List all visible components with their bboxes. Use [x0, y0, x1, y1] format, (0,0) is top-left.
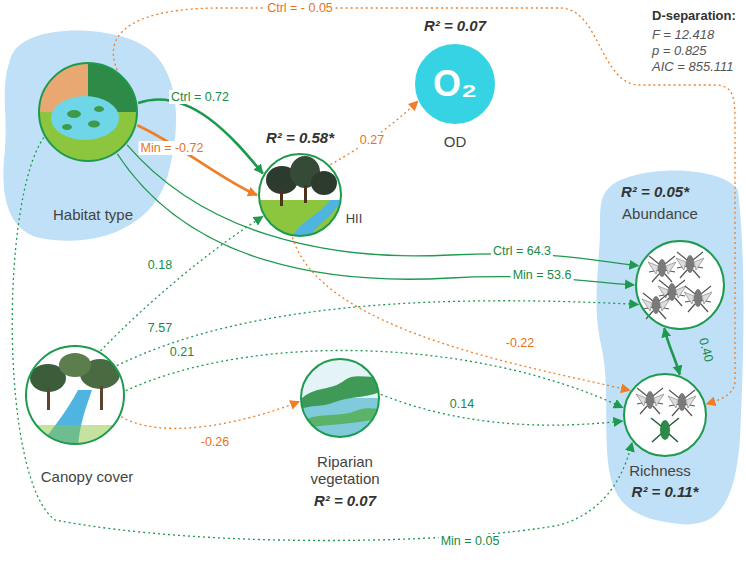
path-coefficient: Min = 0.05	[439, 534, 502, 548]
path-coefficient: Ctrl = 0.72	[169, 90, 231, 104]
hii-icon	[258, 156, 342, 240]
path-arrow	[137, 125, 257, 195]
path-coefficient: Min = -0.72	[139, 141, 206, 155]
path-coefficient: -0.22	[504, 336, 537, 350]
r-squared: R² = 0.07	[424, 17, 486, 34]
node-label: OD	[444, 133, 467, 150]
path-coefficient: Ctrl = - 0.05	[265, 1, 335, 15]
statistics-note: p = 0.825	[652, 43, 707, 59]
canopy-circle: Canopy cover	[25, 345, 125, 445]
node-label: Habitat type	[53, 206, 133, 223]
path-arrow	[664, 328, 679, 374]
path-arrow	[113, 8, 735, 404]
hii-circle: R² = 0.58*HII	[258, 153, 342, 237]
habitat-circle: Habitat type	[38, 62, 138, 162]
r-squared: R² = 0.05*	[621, 183, 689, 200]
node-label: Riparian vegetation	[290, 453, 400, 488]
path-coefficient: -0.26	[199, 435, 232, 449]
path-coefficient: 0.21	[168, 345, 196, 359]
canopy-icon	[25, 345, 125, 445]
path-arrow	[12, 138, 632, 541]
path-arrow	[127, 145, 638, 266]
path-arrow	[293, 237, 630, 390]
path-coefficient: 0.27	[358, 133, 386, 147]
path-arrow	[117, 154, 634, 285]
r-squared: R² = 0.07	[314, 492, 376, 509]
path-arrow	[117, 301, 639, 366]
path-coefficient: 0.18	[146, 258, 174, 272]
statistics-note: F = 12.418	[652, 27, 714, 43]
abundance-circle: R² = 0.05*Abundance	[635, 240, 725, 330]
insect-icon	[642, 293, 670, 319]
path-arrow	[126, 350, 623, 407]
riparian-circle: Riparian vegetationR² = 0.07	[300, 358, 380, 438]
response-blob	[596, 171, 743, 525]
riparian-icon	[300, 358, 380, 438]
insect-icon	[648, 256, 676, 282]
path-arrow	[101, 217, 263, 351]
path-arrow	[121, 402, 299, 429]
path-coefficient: 0.14	[448, 397, 476, 411]
insect-icon	[636, 388, 664, 414]
insect-icon	[684, 286, 712, 312]
insect-icon	[676, 252, 704, 278]
path-arrow	[381, 394, 623, 425]
path-coefficient: Min = 53.6	[511, 268, 574, 282]
green-insect-icon	[651, 418, 679, 442]
node-label: Richness	[629, 462, 691, 479]
path-coefficient: Ctrl = 64.3	[491, 244, 553, 258]
statistics-note: AIC = 855.111	[652, 59, 734, 75]
r-squared: R² = 0.58*	[266, 129, 334, 146]
node-label: Canopy cover	[41, 468, 134, 485]
richness-circle: RichnessR² = 0.11*	[623, 373, 707, 457]
statistics-note: D-separation:	[652, 8, 736, 24]
node-label: HII	[346, 212, 363, 227]
r-squared: R² = 0.11*	[632, 483, 699, 500]
habitat-blob	[3, 31, 176, 241]
node-label: Abundance	[622, 205, 698, 222]
oxygen-symbol: O₂	[433, 63, 477, 104]
path-coefficient: 7.57	[146, 321, 174, 335]
path-arrow	[330, 101, 417, 164]
habitat-icon	[38, 62, 138, 162]
od-circle: R² = 0.07O₂OD	[415, 44, 495, 124]
insect-icon	[668, 390, 696, 416]
